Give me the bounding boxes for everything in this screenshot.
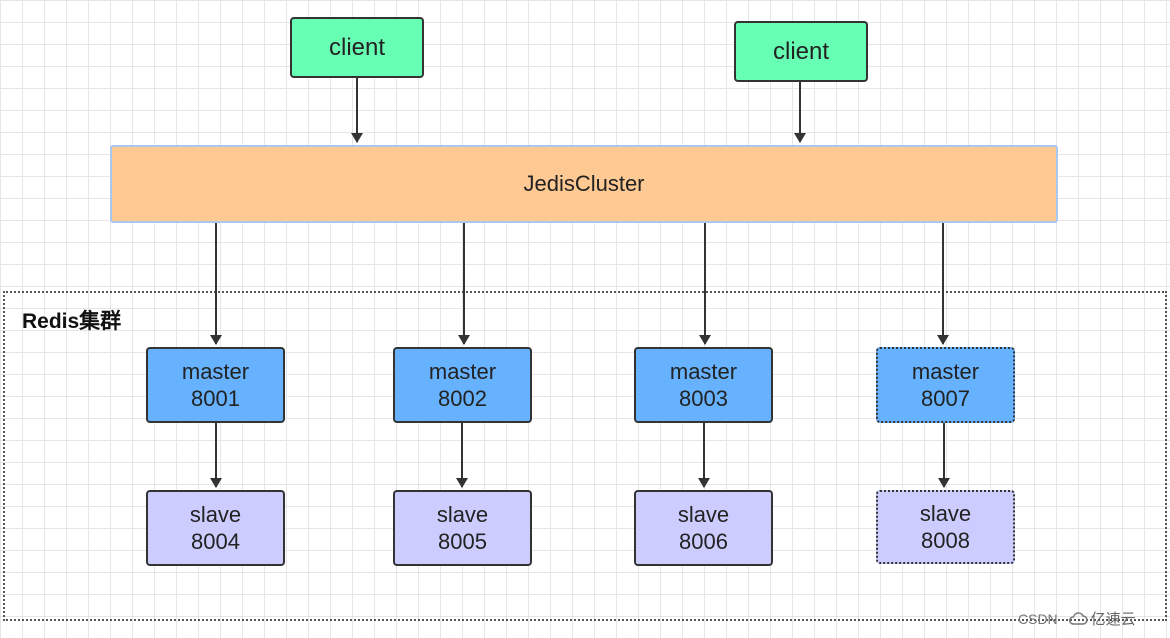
slave-node-8004: slave 8004 bbox=[146, 490, 285, 566]
master-node-8003: master 8003 bbox=[634, 347, 773, 423]
node-port: 8001 bbox=[191, 386, 240, 411]
watermark: CSDN 亿速云 bbox=[1018, 608, 1136, 629]
node-role: slave bbox=[677, 501, 730, 527]
master-node-8001: master 8001 bbox=[146, 347, 285, 423]
client-node-2: client bbox=[734, 21, 868, 82]
node-role: slave bbox=[189, 501, 242, 527]
node-port: 8008 bbox=[921, 528, 970, 553]
slave-node-8008: slave 8008 bbox=[876, 490, 1015, 564]
node-port: 8005 bbox=[438, 529, 487, 554]
node-port: 8004 bbox=[191, 529, 240, 554]
master-node-8007: master 8007 bbox=[876, 347, 1015, 423]
jedis-cluster-label: JedisCluster bbox=[523, 171, 645, 197]
node-role: slave bbox=[919, 500, 972, 526]
redis-cluster-group bbox=[3, 291, 1167, 621]
client-label: client bbox=[328, 33, 386, 61]
node-role: master bbox=[181, 358, 250, 384]
node-port: 8002 bbox=[438, 386, 487, 411]
client-label: client bbox=[772, 37, 830, 65]
node-port: 8007 bbox=[921, 386, 970, 411]
node-port: 8006 bbox=[679, 529, 728, 554]
node-role: slave bbox=[436, 501, 489, 527]
node-port: 8003 bbox=[679, 386, 728, 411]
csdn-watermark: CSDN bbox=[1018, 610, 1058, 627]
brand-text: 亿速云 bbox=[1090, 611, 1136, 628]
slave-node-8006: slave 8006 bbox=[634, 490, 773, 566]
brand-watermark: 亿速云 bbox=[1068, 608, 1136, 629]
node-role: master bbox=[669, 358, 738, 384]
slave-node-8005: slave 8005 bbox=[393, 490, 532, 566]
cloud-icon bbox=[1068, 611, 1088, 625]
client-node-1: client bbox=[290, 17, 424, 78]
jedis-cluster-node: JedisCluster bbox=[110, 145, 1058, 223]
cluster-label: Redis集群 bbox=[22, 310, 122, 333]
node-role: master bbox=[428, 358, 497, 384]
master-node-8002: master 8002 bbox=[393, 347, 532, 423]
node-role: master bbox=[911, 358, 980, 384]
